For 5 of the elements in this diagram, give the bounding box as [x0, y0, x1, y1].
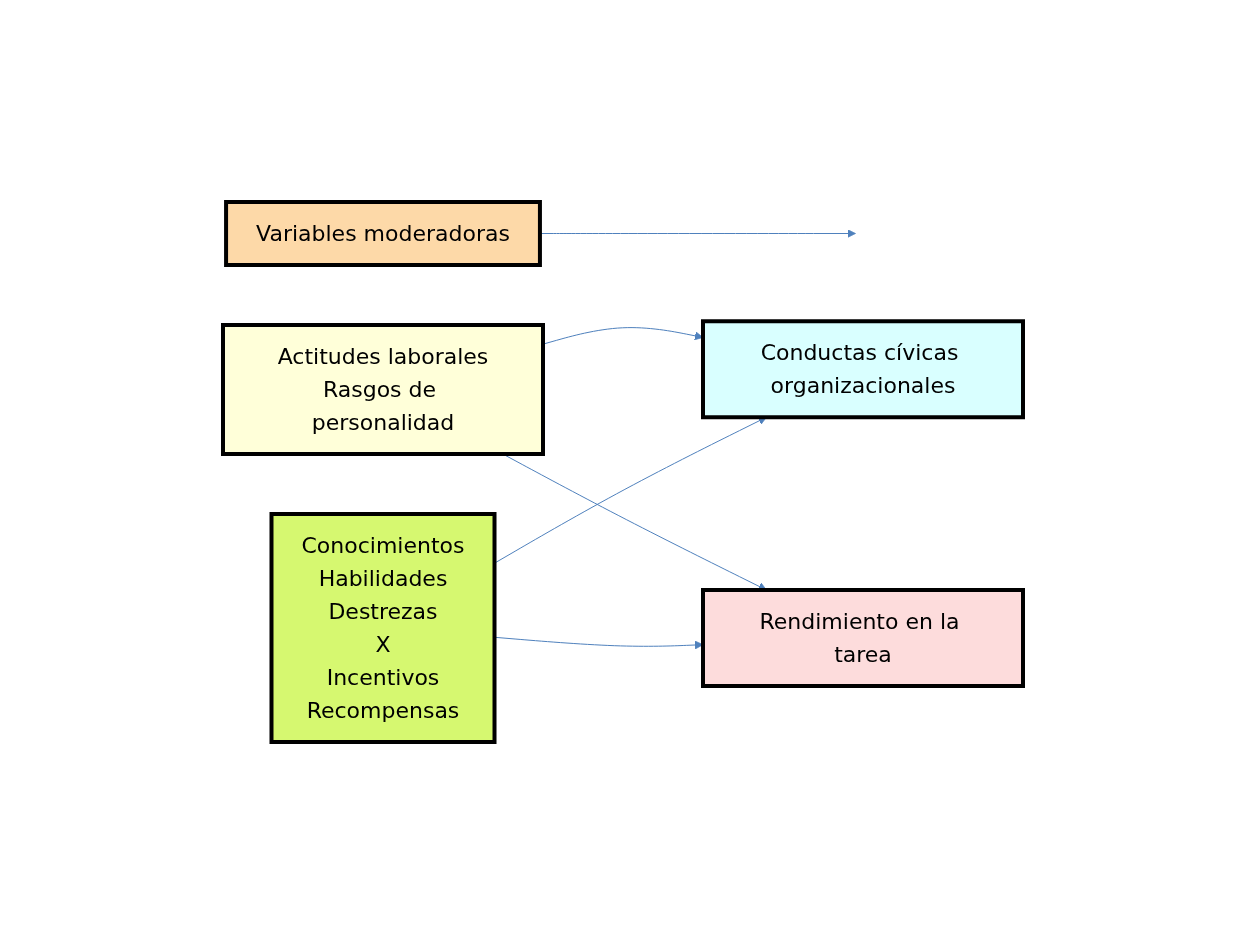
node-box: Actitudes laborales Rasgos de personalidad	[221, 323, 545, 456]
node-box: Rendimiento en la tarea	[701, 588, 1025, 688]
node-box: Variables moderadoras	[224, 200, 542, 267]
node-box: Conductas cívicas organizacionales	[701, 319, 1025, 420]
node-box: Conocimientos Habilidades Destrezas X Incentivos Recompensas	[269, 512, 497, 744]
